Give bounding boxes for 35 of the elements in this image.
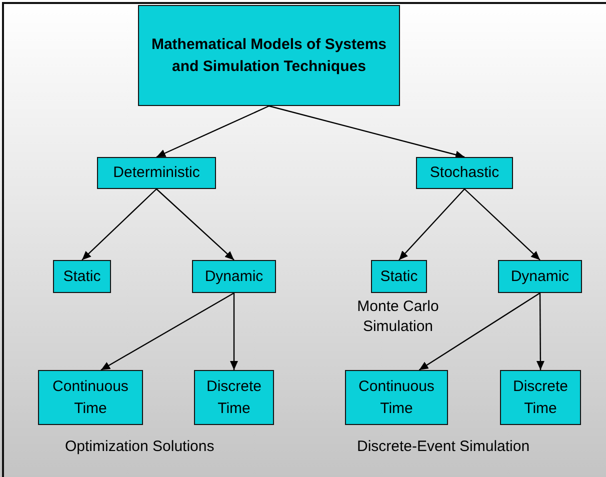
category-box <box>53 260 111 293</box>
arrow <box>268 105 465 159</box>
node-note: Monte Carlo Simulation <box>356 297 440 338</box>
node-label: Deterministic <box>113 163 200 184</box>
node-label: Discrete Time <box>512 376 569 418</box>
node-label: Dynamic <box>204 266 264 287</box>
arrow <box>418 292 540 370</box>
category-box <box>500 370 581 425</box>
category-box <box>498 260 582 293</box>
caption-text: Discrete-Event Simulation <box>357 438 530 455</box>
category-box <box>194 370 274 425</box>
node-label: Stochastic <box>430 163 500 184</box>
node-label: Mathematical Models of Systems and Simulation Techniques <box>150 34 388 76</box>
category-box <box>38 370 143 425</box>
arrow <box>230 293 238 370</box>
arrow <box>464 188 540 260</box>
category-box <box>416 157 513 189</box>
node-label: Continuous Time <box>52 376 130 418</box>
category-box <box>192 260 276 293</box>
node-label: Dynamic <box>510 266 570 287</box>
arrow <box>156 188 234 260</box>
arrow <box>156 105 270 158</box>
node-label: Static <box>63 266 101 287</box>
title-box <box>138 5 400 106</box>
caption-text: Optimization Solutions <box>65 438 214 455</box>
category-box <box>371 260 427 293</box>
category-box <box>97 157 216 189</box>
arrow <box>536 293 544 370</box>
arrow <box>398 188 465 260</box>
node-label: Static <box>380 266 418 287</box>
node-label: Continuous Time <box>358 376 436 418</box>
arrow <box>100 292 234 371</box>
category-box <box>345 370 448 425</box>
arrow <box>82 188 157 260</box>
node-label: Discrete Time <box>205 376 262 418</box>
